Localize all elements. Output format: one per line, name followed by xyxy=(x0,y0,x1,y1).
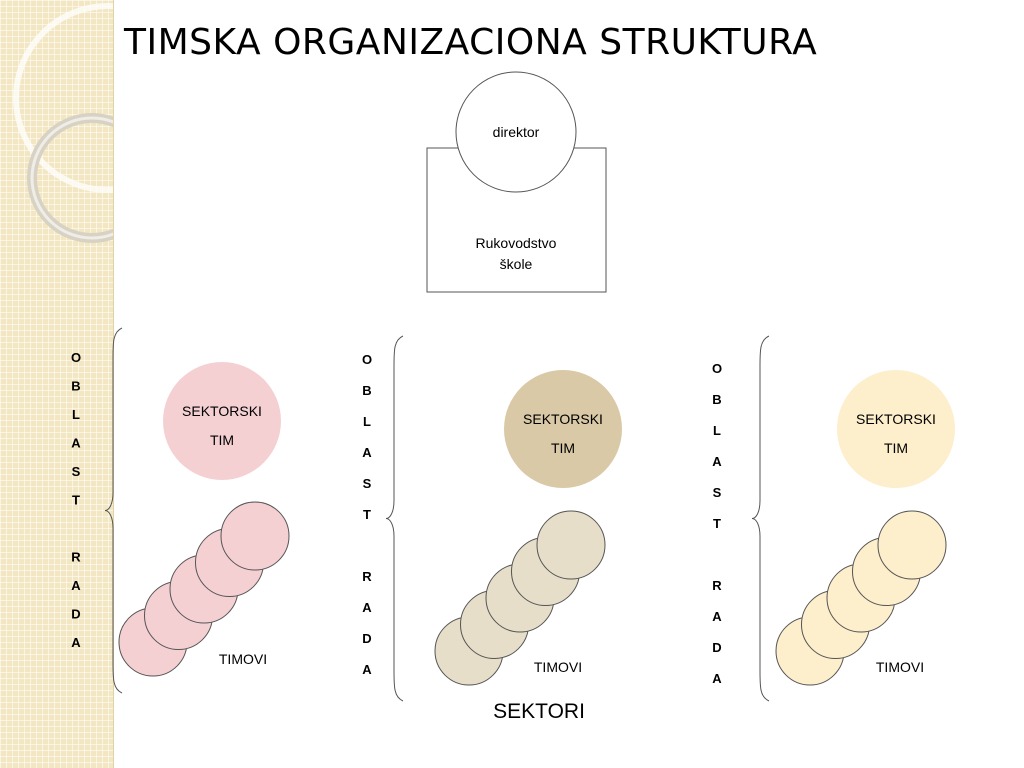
sector-3: O B L A S T R A D A SEKTORSKI TIM TIMOVI xyxy=(712,335,955,702)
area-letter: A xyxy=(712,609,722,624)
area-letter: O xyxy=(362,352,372,367)
team-circle xyxy=(877,510,947,580)
area-letter: A xyxy=(712,671,722,686)
area-letter: A xyxy=(362,600,372,615)
area-letter: T xyxy=(72,493,80,508)
sector-team-node xyxy=(504,370,622,488)
sector-brace xyxy=(751,335,770,702)
area-letter: B xyxy=(362,383,371,398)
sector-team-node xyxy=(163,362,281,480)
director-label: direktor xyxy=(493,124,540,140)
sector-team-label-line1: SEKTORSKI xyxy=(856,411,936,427)
management-label-line1: Rukovodstvo xyxy=(476,235,557,251)
sectors-label: SEKTORI xyxy=(493,700,585,723)
area-letter: R xyxy=(712,578,722,593)
decorative-side-strip xyxy=(0,0,114,768)
sector-brace xyxy=(104,327,123,694)
sectors-group: OBLASTRADASEKTORSKITIMTIMOVIOBLASTRADASE… xyxy=(71,327,955,702)
area-letter: L xyxy=(72,407,80,422)
area-letter: A xyxy=(71,578,81,593)
sector-brace xyxy=(385,335,404,702)
sector-team-label-line1: SEKTORSKI xyxy=(523,411,603,427)
area-letter: L xyxy=(363,414,371,429)
team-circle xyxy=(220,501,290,571)
team-circle xyxy=(536,510,606,580)
area-letter: A xyxy=(71,635,81,650)
area-letter: S xyxy=(363,476,372,491)
director-node xyxy=(455,71,577,193)
sector-team-label-line2: TIM xyxy=(210,432,234,448)
area-letter: T xyxy=(363,507,371,522)
area-letter: O xyxy=(71,350,81,365)
sector-team-label-line2: TIM xyxy=(551,440,575,456)
management-label-line2: škole xyxy=(500,256,533,272)
sector-team-node xyxy=(837,370,955,488)
area-letter: L xyxy=(713,423,721,438)
area-letter: S xyxy=(713,485,722,500)
area-letter: A xyxy=(362,445,372,460)
teams-label: TIMOVI xyxy=(534,659,582,675)
sector-team-label-line1: SEKTORSKI xyxy=(182,403,262,419)
teams-label: TIMOVI xyxy=(876,659,924,675)
area-letter: A xyxy=(712,454,722,469)
area-letter: D xyxy=(712,640,721,655)
sector-team-label-line2: TIM xyxy=(884,440,908,456)
area-letter: A xyxy=(71,436,81,451)
area-letter: O xyxy=(712,361,722,376)
area-letter: R xyxy=(362,569,372,584)
area-letter: B xyxy=(712,392,721,407)
area-letter: T xyxy=(713,516,721,531)
area-letter: D xyxy=(71,607,80,622)
area-letter: R xyxy=(71,550,81,565)
teams-label: TIMOVI xyxy=(219,651,267,667)
area-letter: B xyxy=(71,379,80,394)
page-title: TIMSKA ORGANIZACIONA STRUKTURA xyxy=(124,22,818,63)
sector-2: O B L A S T R A D A SEKTORSKI TIM TIMOVI xyxy=(362,335,622,702)
area-letter: A xyxy=(362,662,372,677)
area-letter: S xyxy=(72,464,81,479)
area-letter: D xyxy=(362,631,371,646)
ring-ornament xyxy=(13,3,113,243)
